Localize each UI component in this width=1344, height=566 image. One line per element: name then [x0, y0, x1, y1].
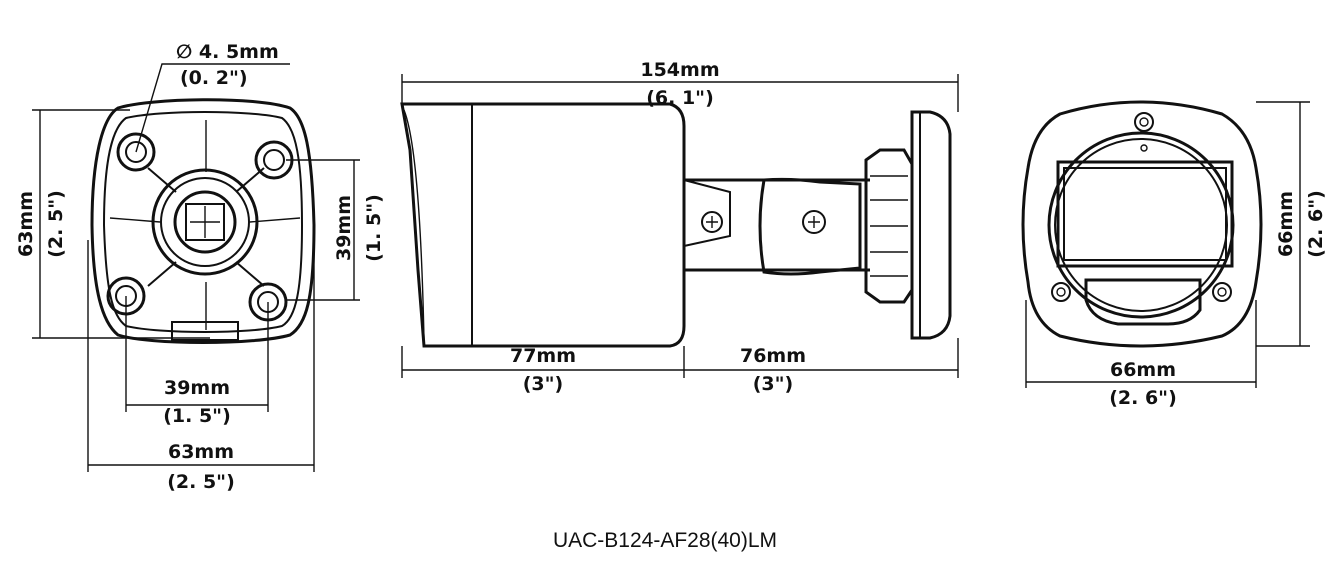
front-width-label: 63mm — [168, 441, 234, 463]
side-view — [400, 74, 959, 378]
rear-height-label: 66mm — [1275, 191, 1297, 257]
front-hole-spacing-v-inch-label: (1. 5") — [363, 194, 385, 262]
rear-height-inch-label: (2. 6") — [1305, 190, 1327, 258]
front-height-label: 63mm — [15, 191, 37, 257]
side-bracket-length-inch-label: (3") — [753, 373, 794, 395]
hole-diameter-inch-label: (0. 2") — [180, 67, 248, 89]
front-hole-spacing-h-inch-label: (1. 5") — [163, 405, 231, 427]
side-total-length-inch-label: (6. 1") — [646, 87, 714, 109]
model-caption: UAC-B124-AF28(40)LM — [553, 529, 777, 552]
side-body-length-label: 77mm — [510, 345, 576, 367]
rear-view — [1021, 100, 1310, 388]
side-body-length-inch-label: (3") — [523, 373, 564, 395]
front-hole-spacing-h-label: 39mm — [164, 377, 230, 399]
hole-diameter-label: ∅ 4. 5mm — [176, 41, 279, 63]
rear-width-inch-label: (2. 6") — [1109, 387, 1177, 409]
side-total-length-label: 154mm — [640, 59, 719, 81]
rear-width-label: 66mm — [1110, 359, 1176, 381]
front-view — [32, 63, 360, 472]
front-width-inch-label: (2. 5") — [167, 471, 235, 493]
side-bracket-length-label: 76mm — [740, 345, 806, 367]
front-hole-spacing-v-label: 39mm — [333, 195, 355, 261]
front-height-inch-label: (2. 5") — [45, 190, 67, 258]
